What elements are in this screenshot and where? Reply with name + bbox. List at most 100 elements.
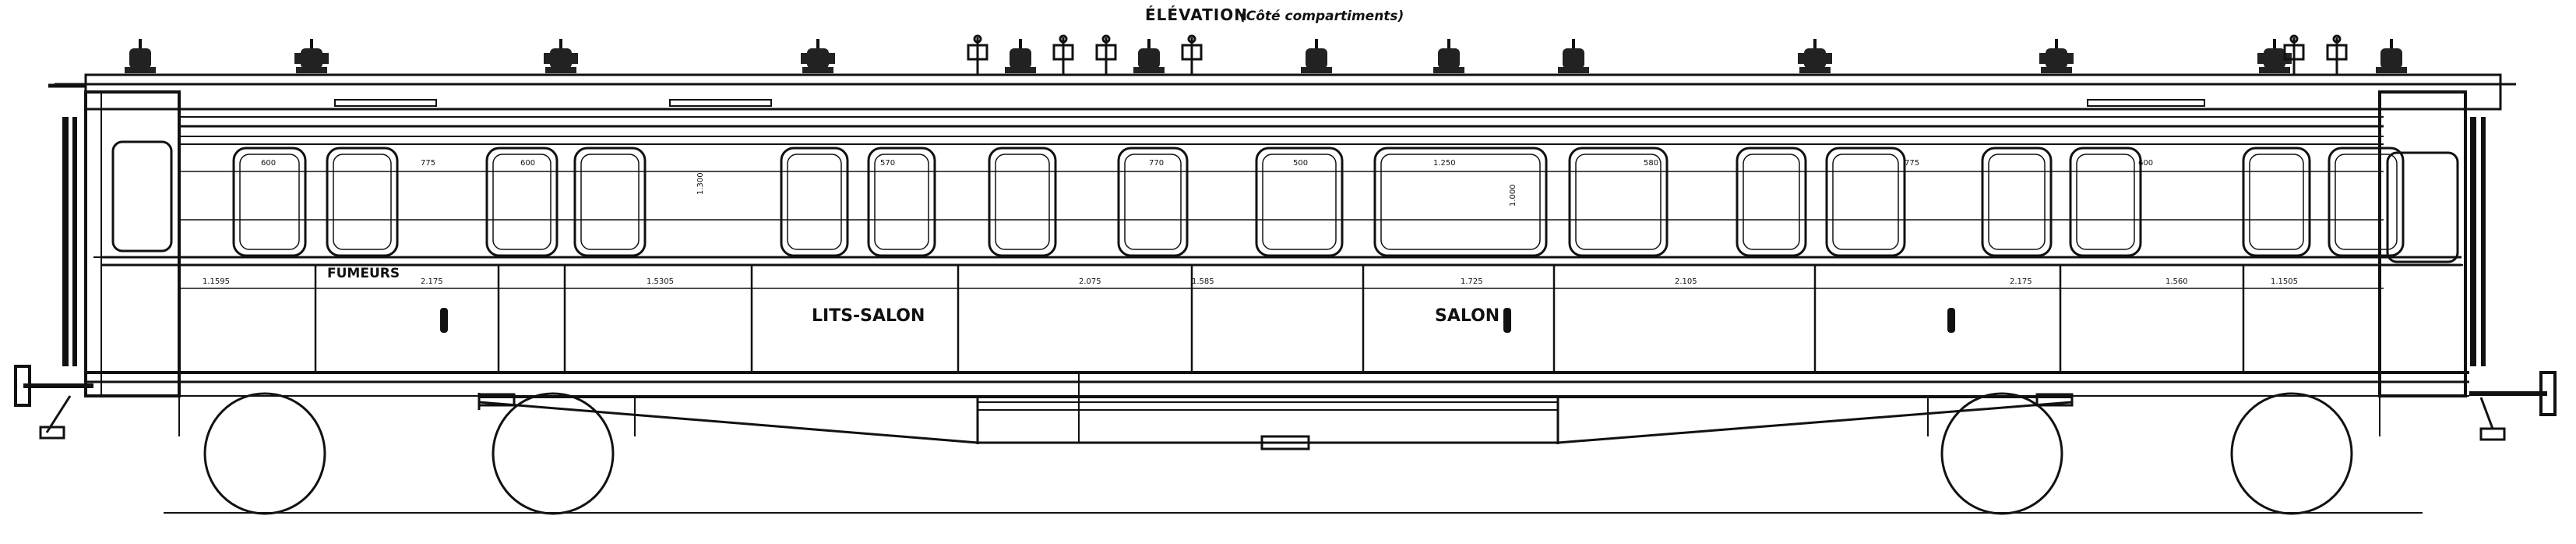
roof-ventilator xyxy=(2376,39,2407,73)
window-frame xyxy=(2076,154,2135,250)
window-frame xyxy=(1124,154,1182,250)
roof-ventilator xyxy=(1558,39,1589,73)
lower-panels xyxy=(178,265,2381,373)
upper-dimension: 770 xyxy=(1149,159,1164,168)
window xyxy=(1255,147,1344,257)
wheels xyxy=(203,392,2353,515)
right-vestibule xyxy=(2378,90,2486,397)
window xyxy=(1981,147,2053,257)
window xyxy=(485,147,559,257)
roof-ventilator xyxy=(2283,34,2305,75)
roof-ventilator xyxy=(1181,34,1203,75)
lower-dimension: 2.175 xyxy=(421,277,443,286)
door-handle xyxy=(1503,308,1511,333)
underframe xyxy=(477,373,2074,450)
window xyxy=(988,147,1057,257)
window-frame xyxy=(1575,154,1662,250)
window xyxy=(1568,147,1669,257)
upper-dimension: 775 xyxy=(1905,159,1919,168)
wheel-4 xyxy=(2230,392,2353,515)
window xyxy=(1825,147,1906,257)
label-salon: SALON xyxy=(1435,306,1499,326)
roof-ventilator xyxy=(967,34,988,75)
drawing-title: ÉLÉVATION xyxy=(1145,5,1248,24)
window-frame xyxy=(787,154,842,250)
window xyxy=(2069,147,2142,257)
door-handles xyxy=(440,308,1955,333)
lower-dimension: 2.175 xyxy=(2010,277,2032,286)
roof-ventilators xyxy=(125,34,2407,75)
upper-dimension: 570 xyxy=(880,159,895,168)
window xyxy=(2328,147,2405,257)
left-vestibule xyxy=(62,90,181,397)
height-dimension: 1.300 xyxy=(696,172,705,195)
roof-ventilator xyxy=(801,39,835,73)
roof-ventilator xyxy=(1005,39,1036,73)
window-frame xyxy=(492,154,551,250)
upper-dimension: 500 xyxy=(1293,159,1308,168)
window-frame xyxy=(1380,154,1541,250)
window xyxy=(1373,147,1548,257)
wheel-2 xyxy=(492,392,615,515)
window xyxy=(2242,147,2311,257)
windows xyxy=(232,147,2405,257)
window-frame xyxy=(1988,154,2046,250)
label-lits-salon: LITS-SALON xyxy=(812,306,925,326)
window-frame xyxy=(1743,154,1800,250)
lower-dimension: 1.560 xyxy=(2165,277,2188,286)
salon-height-dimension: 1.000 xyxy=(1509,184,1517,207)
window xyxy=(867,147,936,257)
roof-ventilator xyxy=(1301,39,1332,73)
left-buffer xyxy=(14,83,93,440)
wheel-3 xyxy=(1940,392,2063,515)
window-frame xyxy=(580,154,640,250)
bogie-sides xyxy=(178,396,2380,436)
wheel-1 xyxy=(203,392,326,515)
roof-ventilator xyxy=(294,39,329,73)
upper-dimension: 775 xyxy=(421,159,435,168)
lower-dimension: 2.075 xyxy=(1079,277,1101,286)
window-frame xyxy=(239,154,300,250)
door-handle xyxy=(440,308,448,333)
roof-ventilator xyxy=(1433,39,1464,73)
lower-dimension: 1.5305 xyxy=(647,277,674,286)
label-fumeurs: FUMEURS xyxy=(327,266,400,281)
window-frame xyxy=(1262,154,1337,250)
window-frame xyxy=(333,154,392,250)
carriage-body xyxy=(86,143,2469,397)
upper-dimension: 600 xyxy=(2138,159,2153,168)
roof-ventilator xyxy=(544,39,578,73)
window-frame xyxy=(995,154,1050,250)
window-frame xyxy=(1832,154,1899,250)
drawing-subtitle: (Côté compartiments) xyxy=(1240,9,1404,24)
window-frame xyxy=(2335,154,2398,250)
upper-dimension: 600 xyxy=(261,159,276,168)
roof-ventilator xyxy=(1133,39,1165,73)
lower-dimension: 1.1595 xyxy=(203,277,230,286)
roof-ventilator xyxy=(1095,34,1117,75)
upper-dimension: 580 xyxy=(1644,159,1658,168)
roof-ventilator xyxy=(125,39,156,73)
roof xyxy=(55,73,2516,137)
window xyxy=(232,147,307,257)
window xyxy=(780,147,849,257)
lower-dimension: 1.585 xyxy=(1192,277,1214,286)
roof-ventilator xyxy=(2326,34,2348,75)
window-frame xyxy=(2249,154,2304,250)
roof-ventilator xyxy=(1798,39,1832,73)
upper-dimension: 600 xyxy=(520,159,535,168)
right-buffer xyxy=(2469,371,2557,441)
window xyxy=(1117,147,1189,257)
roof-ventilator xyxy=(2039,39,2074,73)
window xyxy=(573,147,647,257)
upper-dimensions: 600 775 600 570 770 500 1.250 580 775 600 xyxy=(261,159,2153,168)
lower-dimension: 1.725 xyxy=(1461,277,1483,286)
upper-dimension: 1.250 xyxy=(1433,159,1456,168)
door-handle xyxy=(1947,308,1955,333)
window-frame xyxy=(874,154,929,250)
window xyxy=(1736,147,1807,257)
roof-ventilator xyxy=(1052,34,1074,75)
lower-dimension: 1.1505 xyxy=(2271,277,2298,286)
